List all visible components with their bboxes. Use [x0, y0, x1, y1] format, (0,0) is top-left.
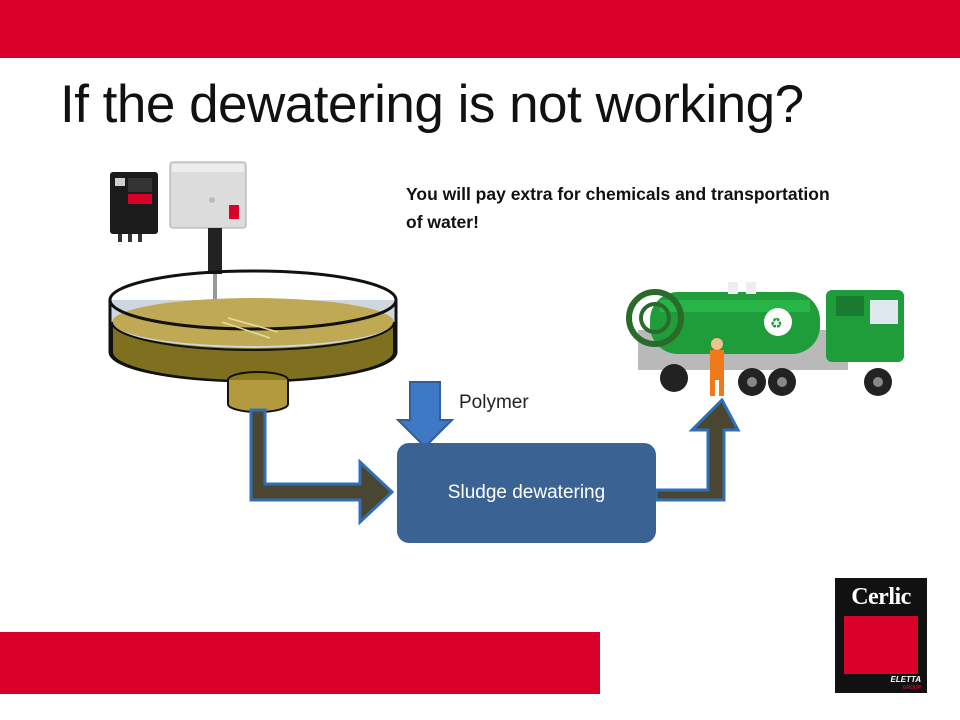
logo-group-sub: GROUP — [902, 685, 921, 691]
bottom-red-banner — [0, 632, 600, 694]
sludge-tank-icon — [108, 269, 398, 413]
polymer-label: Polymer — [459, 392, 529, 413]
cost-warning-note: You will pay extra for chemicals and tra… — [406, 184, 830, 232]
controller-unit-icon — [110, 172, 158, 242]
sludge-dewatering-label: Sludge dewatering — [447, 482, 606, 503]
sludge-dewatering-box: Sludge dewatering — [397, 443, 656, 543]
logo-red-square — [844, 616, 918, 674]
svg-text:♻: ♻ — [770, 316, 783, 332]
logo-group-name: ELETTA — [890, 675, 921, 684]
top-red-banner — [0, 0, 960, 58]
sludge-flow-arrow — [249, 408, 395, 526]
logo-wordmark: Cerlic — [851, 584, 911, 610]
slide-title: If the dewatering is not working? — [60, 75, 804, 134]
water-transport-arrow — [654, 397, 741, 502]
polymer-arrow — [395, 381, 455, 449]
sensor-housing-icon — [169, 161, 247, 322]
cerlic-logo: Cerlic ELETTA GROUP — [835, 578, 927, 693]
tanker-truck-icon: ♻ — [626, 282, 904, 396]
